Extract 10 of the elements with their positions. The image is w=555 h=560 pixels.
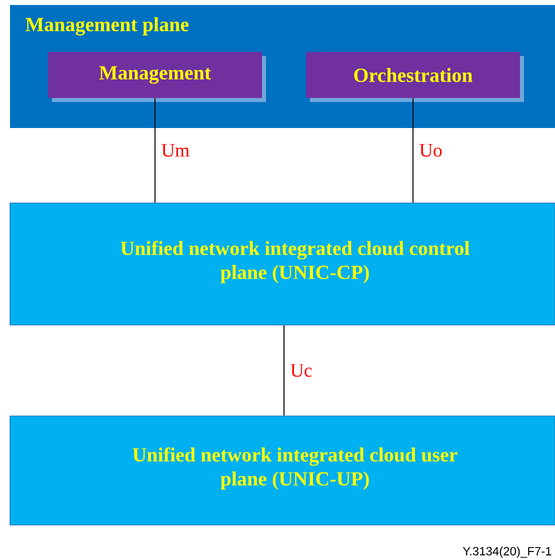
connector-line — [412, 98, 414, 204]
figure-id: Y.3134(20)_F7-1 — [462, 546, 552, 558]
plane-box: Unified network integrated cloud control plane (UNIC-CP) — [10, 202, 555, 326]
interface-label: Um — [162, 144, 190, 157]
plane-box: Unified network integrated cloud user plane (UNIC-UP) — [10, 416, 555, 526]
function-box: Management — [48, 52, 266, 102]
interface-label: Uo — [420, 144, 442, 157]
interface-label: Uc — [290, 364, 312, 377]
function-box: Orchestration — [306, 52, 524, 102]
connector-line — [154, 98, 156, 204]
